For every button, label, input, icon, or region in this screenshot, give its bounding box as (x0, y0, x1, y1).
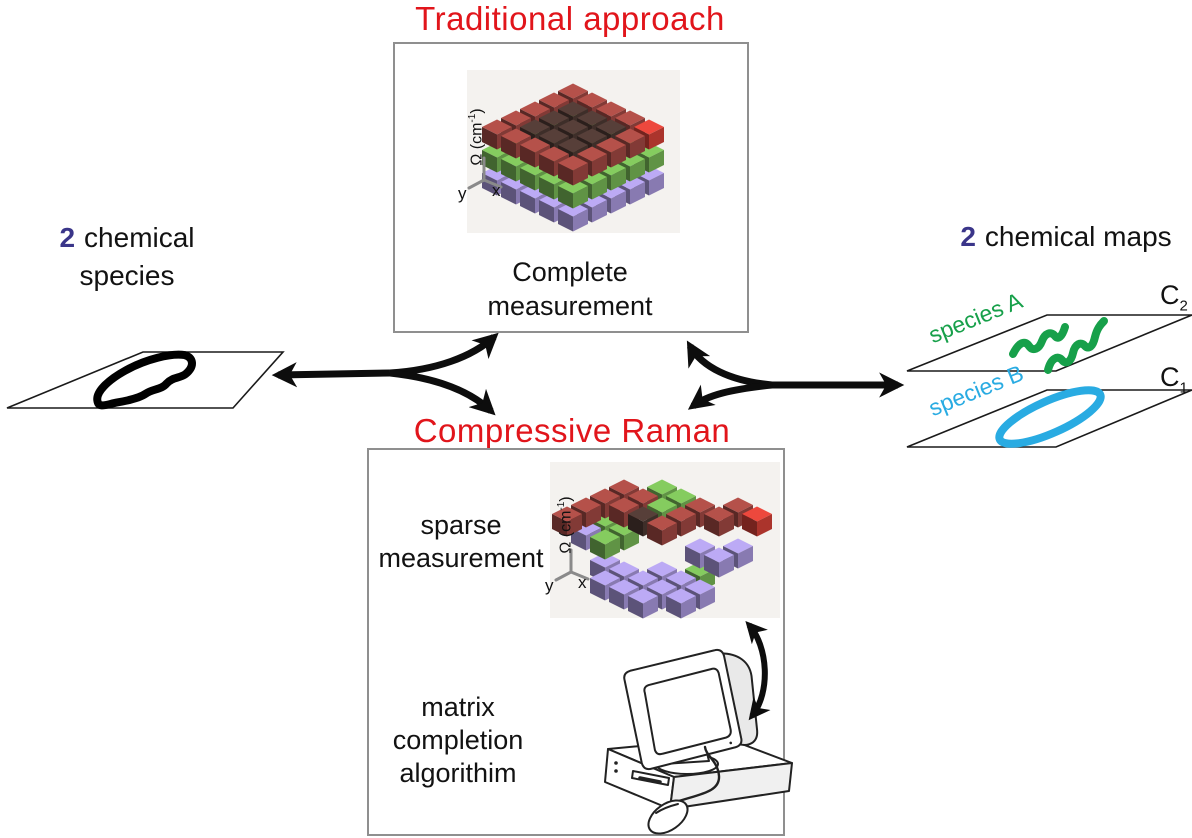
y-axis-label: y (545, 576, 554, 595)
maps-count: 2 (960, 221, 976, 252)
species-count: 2 (59, 222, 76, 253)
computer-illustration (604, 648, 793, 835)
complete-measurement-caption: Complete measurement (487, 257, 653, 321)
sample-plane (6, 351, 285, 409)
sparse-data-cube-voxels (552, 479, 772, 619)
map-plane-species-a (906, 314, 1192, 372)
sparse-measurement-caption: sparse measurement (378, 510, 544, 573)
sample-plane-image (6, 350, 285, 410)
chemical-maps-image (906, 314, 1192, 448)
floppy-slot-opening (638, 776, 662, 784)
complete-data-cube-voxels (482, 83, 664, 232)
concentration-label-c1: C1 (1160, 362, 1188, 397)
species-a-structures (1009, 317, 1108, 374)
mouse-cable (674, 745, 721, 804)
x-axis-label: x (492, 181, 501, 200)
axis-tripod-icon (467, 156, 503, 190)
mouse (647, 799, 689, 835)
sparse-measurement-cube-image: y x (545, 462, 780, 619)
computer-case-side (669, 762, 793, 810)
compressive-raman-title: Compressive Raman (413, 412, 731, 449)
complete-measurement-cube-image: y x (458, 70, 680, 233)
sample-blob-outline (93, 350, 196, 410)
matrix-completion-caption: matrix completion algorithim (392, 692, 524, 788)
spectral-axis-label: Ω (cm-1) (556, 496, 575, 554)
mouse-button-line (655, 803, 679, 814)
monitor-screen (643, 667, 732, 756)
case-led (614, 761, 618, 765)
case-led (614, 769, 618, 773)
traditional-approach-title: Traditional approach (415, 0, 725, 37)
axis-tripod-icon (554, 548, 590, 582)
right-fork-arrow (686, 340, 905, 410)
left-fork-arrow (271, 332, 499, 416)
y-axis-label: y (458, 184, 467, 203)
spectral-axis-label: Ω (cm-1) (467, 108, 486, 166)
x-axis-label: x (578, 573, 587, 592)
species-b-structure (995, 386, 1105, 448)
concentration-label-c2: C2 (1160, 280, 1188, 315)
crt-monitor (623, 648, 759, 771)
